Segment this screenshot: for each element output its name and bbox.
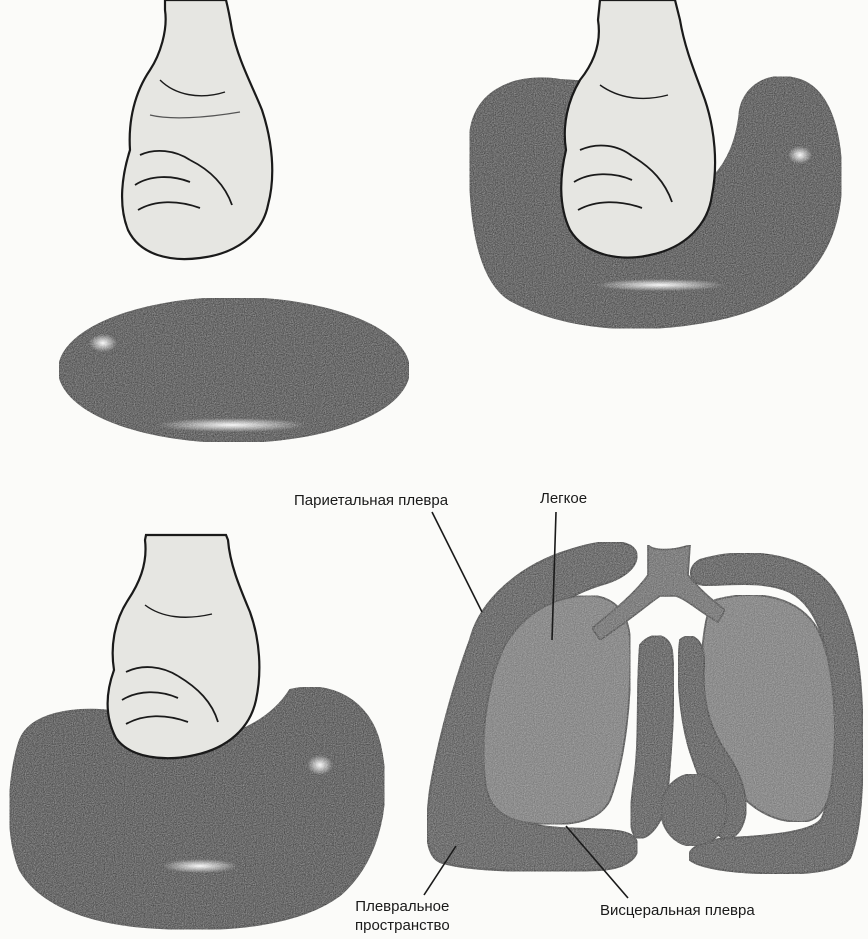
label-pleural-space: Плевральное пространство	[355, 897, 450, 935]
fist-top-right	[561, 0, 715, 258]
label-pleural-space-line2: пространство	[355, 916, 450, 935]
label-visceral-pleura: Висцеральная плевра	[600, 901, 755, 920]
label-pleural-space-line1: Плевральное	[355, 897, 450, 916]
label-parietal-pleura: Париетальная плевра	[294, 491, 448, 510]
balloon-flat	[59, 298, 409, 442]
fist-top-left	[122, 0, 272, 259]
leader-parietal-pleura	[432, 512, 482, 612]
fist-bottom-left	[108, 535, 260, 758]
label-lung: Легкое	[540, 489, 587, 508]
